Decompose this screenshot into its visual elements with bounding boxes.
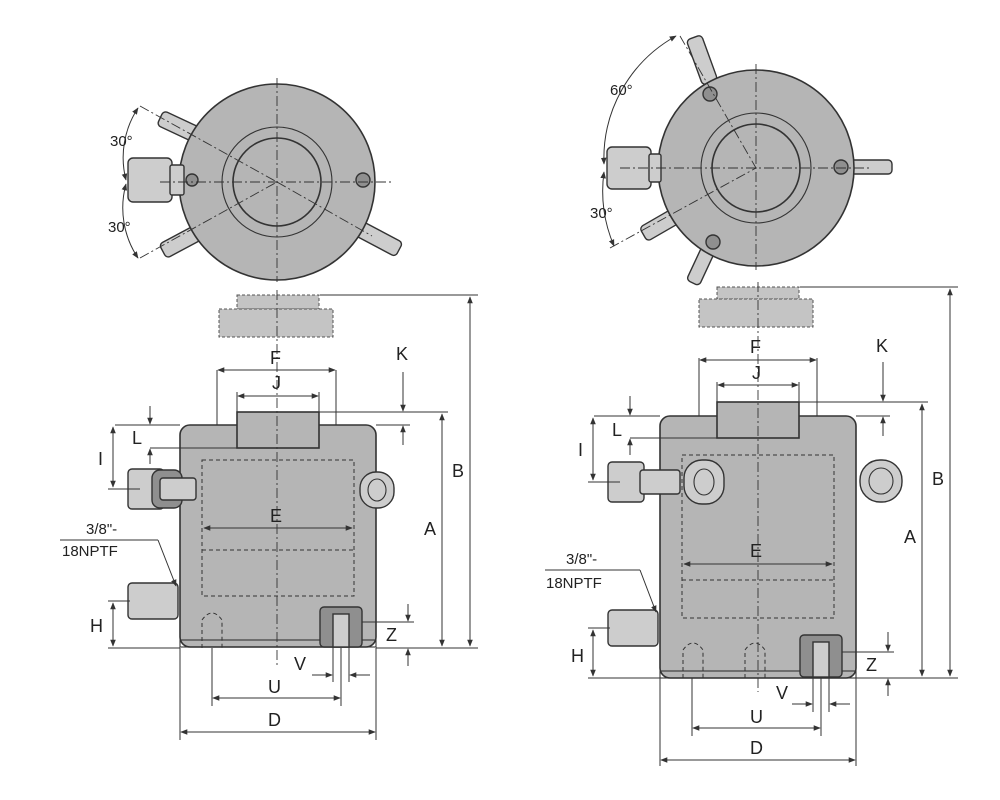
left-top-coupler-nut (127, 157, 173, 203)
left-port-spec-line2: 18NPTF (62, 543, 118, 560)
right-top-fitting-right (833, 159, 849, 175)
left-top-fitting-right (355, 172, 371, 188)
left-top-coupler-body (169, 164, 185, 196)
left-plunger (236, 411, 320, 449)
left-port-lower-coupler (127, 582, 179, 620)
left-angle-bottom-label: 30° (108, 219, 131, 236)
right-lift-eye (859, 459, 903, 503)
right-port-spec-line2: 18NPTF (546, 575, 602, 592)
left-port-spec-line1: 3/8"- (86, 521, 117, 538)
left-dim-E: E (270, 506, 282, 526)
right-dim-K: K (876, 336, 888, 356)
right-angle-top-label: 60° (610, 82, 633, 99)
left-angle-top-label: 30° (110, 133, 133, 150)
left-dim-U: U (268, 677, 281, 697)
right-dim-H: H (571, 646, 584, 666)
right-dim-F: F (750, 337, 761, 357)
right-plunger-ghost-base (698, 298, 814, 328)
right-dim-I: I (578, 440, 583, 460)
left-dim-Z: Z (386, 625, 397, 645)
right-dim-J: J (752, 363, 761, 383)
right-dim-E: E (750, 541, 762, 561)
right-top-fitting-top (702, 86, 718, 102)
left-dim-K: K (396, 344, 408, 364)
right-dim-Z: Z (866, 655, 877, 675)
right-dim-V: V (776, 683, 788, 703)
left-side-view: F J K B A L I E 3/8"- (60, 290, 478, 740)
right-port-eye (683, 459, 725, 505)
left-dim-B: B (452, 461, 464, 481)
left-dim-D: D (268, 710, 281, 730)
right-dim-U: U (750, 707, 763, 727)
left-dim-J: J (272, 373, 281, 393)
right-dim-A: A (904, 527, 916, 547)
left-plunger-ghost-base (218, 308, 334, 338)
left-dim-L: L (132, 428, 142, 448)
right-dim-B: B (932, 469, 944, 489)
right-top-handle-upper (686, 35, 718, 85)
left-lift-eye (359, 471, 395, 509)
left-dim-F: F (270, 348, 281, 368)
left-dim-V: V (294, 654, 306, 674)
right-top-view: 60° 30° (590, 35, 893, 286)
left-plunger-ghost-top (236, 294, 320, 310)
left-dim-I: I (98, 449, 103, 469)
right-dim-L: L (612, 420, 622, 440)
left-top-fitting-left (185, 173, 199, 187)
right-side-view: F J K B A L I E 3/8"- (545, 282, 958, 766)
right-top-fitting-bottom (705, 234, 721, 250)
left-dim-H: H (90, 616, 103, 636)
right-port-spec-line1: 3/8"- (566, 551, 597, 568)
right-angle-bottom-label: 30° (590, 205, 613, 222)
right-port-lower-coupler (607, 609, 659, 647)
right-dim-D: D (750, 738, 763, 758)
left-dim-A: A (424, 519, 436, 539)
left-cylinder-base (179, 639, 377, 648)
left-top-view: 30° 30° (108, 78, 403, 282)
